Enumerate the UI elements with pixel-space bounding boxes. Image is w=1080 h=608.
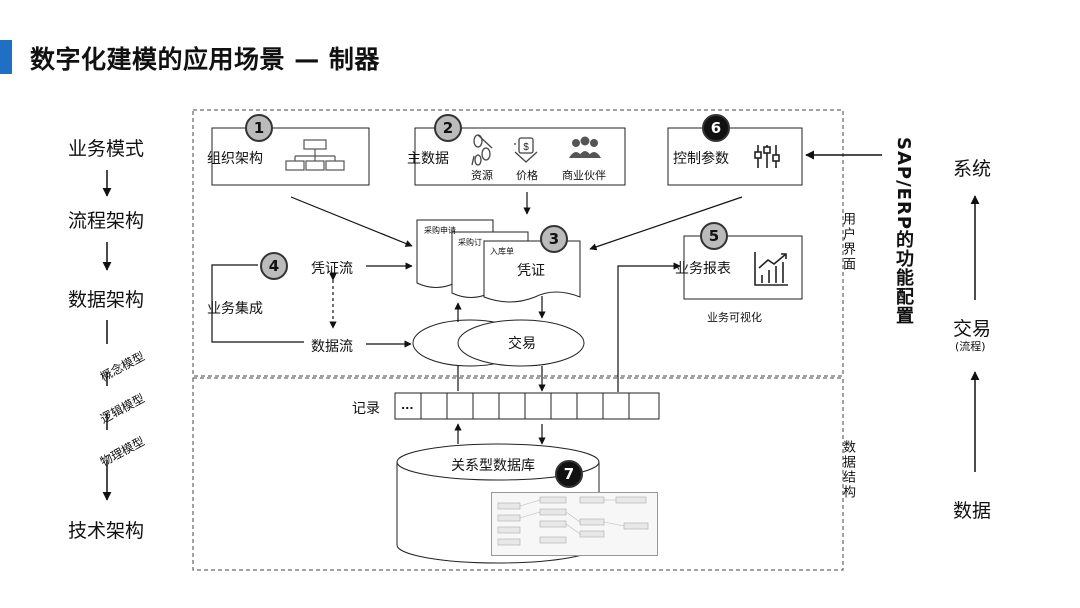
transaction-label: 交易 bbox=[508, 336, 536, 352]
partner-label: 商业伙伴 bbox=[562, 169, 606, 182]
doc-purchase-request: 采购申请 bbox=[424, 226, 456, 235]
badge-2: 2 bbox=[434, 114, 462, 142]
right-data: 数据 bbox=[953, 500, 992, 522]
business-integration-label: 业务集成 bbox=[207, 301, 263, 317]
partners-icon bbox=[569, 136, 601, 158]
badge-5: 5 bbox=[700, 222, 728, 250]
badge-1: 1 bbox=[245, 114, 273, 142]
price-icon bbox=[514, 137, 538, 163]
record-cells bbox=[394, 392, 660, 420]
ui-layer-label: 用户界面 bbox=[840, 212, 855, 272]
master-data-label: 主数据 bbox=[407, 151, 449, 167]
report-chart-icon bbox=[754, 252, 788, 286]
right-transaction: 交易 bbox=[953, 318, 992, 340]
left-business-model: 业务模式 bbox=[68, 138, 145, 160]
db-schema-thumbnail bbox=[491, 492, 658, 556]
svg-text:$: $ bbox=[523, 142, 529, 153]
data-flow-label: 数据流 bbox=[311, 339, 353, 355]
business-report-label: 业务报表 bbox=[675, 261, 731, 277]
control-params-label: 控制参数 bbox=[673, 151, 729, 167]
org-chart-icon bbox=[285, 139, 345, 171]
data-structure-label: 数据结构 bbox=[840, 440, 855, 500]
data-frame bbox=[192, 377, 844, 571]
title-accent-bar bbox=[0, 40, 12, 74]
page-title: 数字化建模的应用场景 — 制器 bbox=[30, 45, 380, 74]
left-process-architecture: 流程架构 bbox=[68, 210, 145, 232]
resource-label: 资源 bbox=[471, 169, 493, 182]
ui-frame bbox=[192, 109, 844, 377]
sliders-icon bbox=[754, 145, 780, 168]
badge-4: 4 bbox=[260, 252, 288, 280]
badge-6: 6 bbox=[702, 114, 730, 142]
left-tech-architecture: 技术架构 bbox=[68, 520, 145, 542]
resource-icon bbox=[471, 134, 493, 166]
price-label: 价格 bbox=[516, 169, 538, 182]
badge-7: 7 bbox=[555, 460, 583, 488]
doc-purchase-order: 采购订 bbox=[458, 238, 482, 247]
org-structure-label: 组织架构 bbox=[207, 151, 263, 167]
business-visualization-label: 业务可视化 bbox=[707, 311, 762, 324]
schema-sketch bbox=[497, 496, 649, 546]
record-ellipsis: ... bbox=[401, 399, 414, 412]
voucher-label: 凭证 bbox=[517, 263, 545, 279]
record-label: 记录 bbox=[352, 401, 380, 417]
doc-goods-receipt: 入库单 bbox=[490, 247, 514, 256]
relational-db-label: 关系型数据库 bbox=[451, 458, 535, 474]
right-system: 系统 bbox=[953, 158, 992, 180]
left-data-architecture: 数据架构 bbox=[68, 289, 145, 311]
right-transaction-note: (流程) bbox=[955, 340, 986, 353]
sap-erp-label: SAP/ERP的功能配置 bbox=[893, 137, 914, 326]
badge-3: 3 bbox=[540, 225, 568, 253]
voucher-flow-label: 凭证流 bbox=[311, 261, 353, 277]
